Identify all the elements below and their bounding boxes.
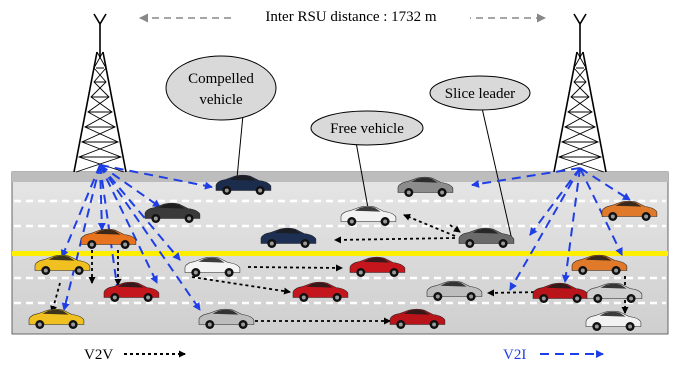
v2i-link xyxy=(99,164,161,208)
leader-pointer xyxy=(481,107,513,241)
compelled-label-line1: Compelled xyxy=(188,71,254,87)
v2i-link xyxy=(99,164,181,261)
free-label: Free vehicle xyxy=(330,121,404,137)
v2i-link xyxy=(60,164,101,258)
v2v-link xyxy=(247,264,343,272)
rsu-tower-left-icon xyxy=(73,13,127,173)
rsu-tower-right-icon xyxy=(553,13,607,173)
slice-leader-callout: Slice leader xyxy=(429,75,531,241)
leader-label: Slice leader xyxy=(445,86,515,102)
v2i-link xyxy=(579,167,631,201)
distance-label: Inter RSU distance : 1732 m xyxy=(265,9,437,25)
leader-bubble xyxy=(429,75,531,111)
v2i-link xyxy=(99,164,158,284)
v2i-link xyxy=(97,164,106,231)
v2v-link xyxy=(487,289,541,297)
v2i-links xyxy=(60,164,631,311)
legend: V2V V2I xyxy=(84,347,604,363)
compelled-bubble xyxy=(165,55,277,121)
free-pointer xyxy=(355,141,369,209)
distance-label-bg xyxy=(232,4,470,26)
v2v-link xyxy=(191,276,291,295)
v2i-link xyxy=(561,167,581,283)
free-bubble xyxy=(310,110,424,146)
v2v-link xyxy=(334,236,456,244)
v2v-link xyxy=(449,224,461,233)
road-shoulder-top xyxy=(12,172,668,182)
v2i-link xyxy=(99,164,213,190)
v2v-link xyxy=(50,282,61,313)
compelled-pointer xyxy=(236,114,244,179)
v2i-link xyxy=(579,167,623,256)
v2v-links xyxy=(50,214,629,325)
free-vehicle-callout: Free vehicle xyxy=(310,110,424,209)
v2i-link xyxy=(509,167,581,291)
highlight-lane-divider xyxy=(12,251,668,256)
v2i-link xyxy=(471,167,581,188)
legend-v2i-label: V2I xyxy=(503,347,526,363)
compelled-label-line2: vehicle xyxy=(199,92,243,108)
compelled-vehicle-callout: Compelled vehicle xyxy=(165,55,277,179)
road xyxy=(11,171,669,335)
legend-v2v-label: V2V xyxy=(84,347,113,363)
v2i-link xyxy=(61,164,101,311)
